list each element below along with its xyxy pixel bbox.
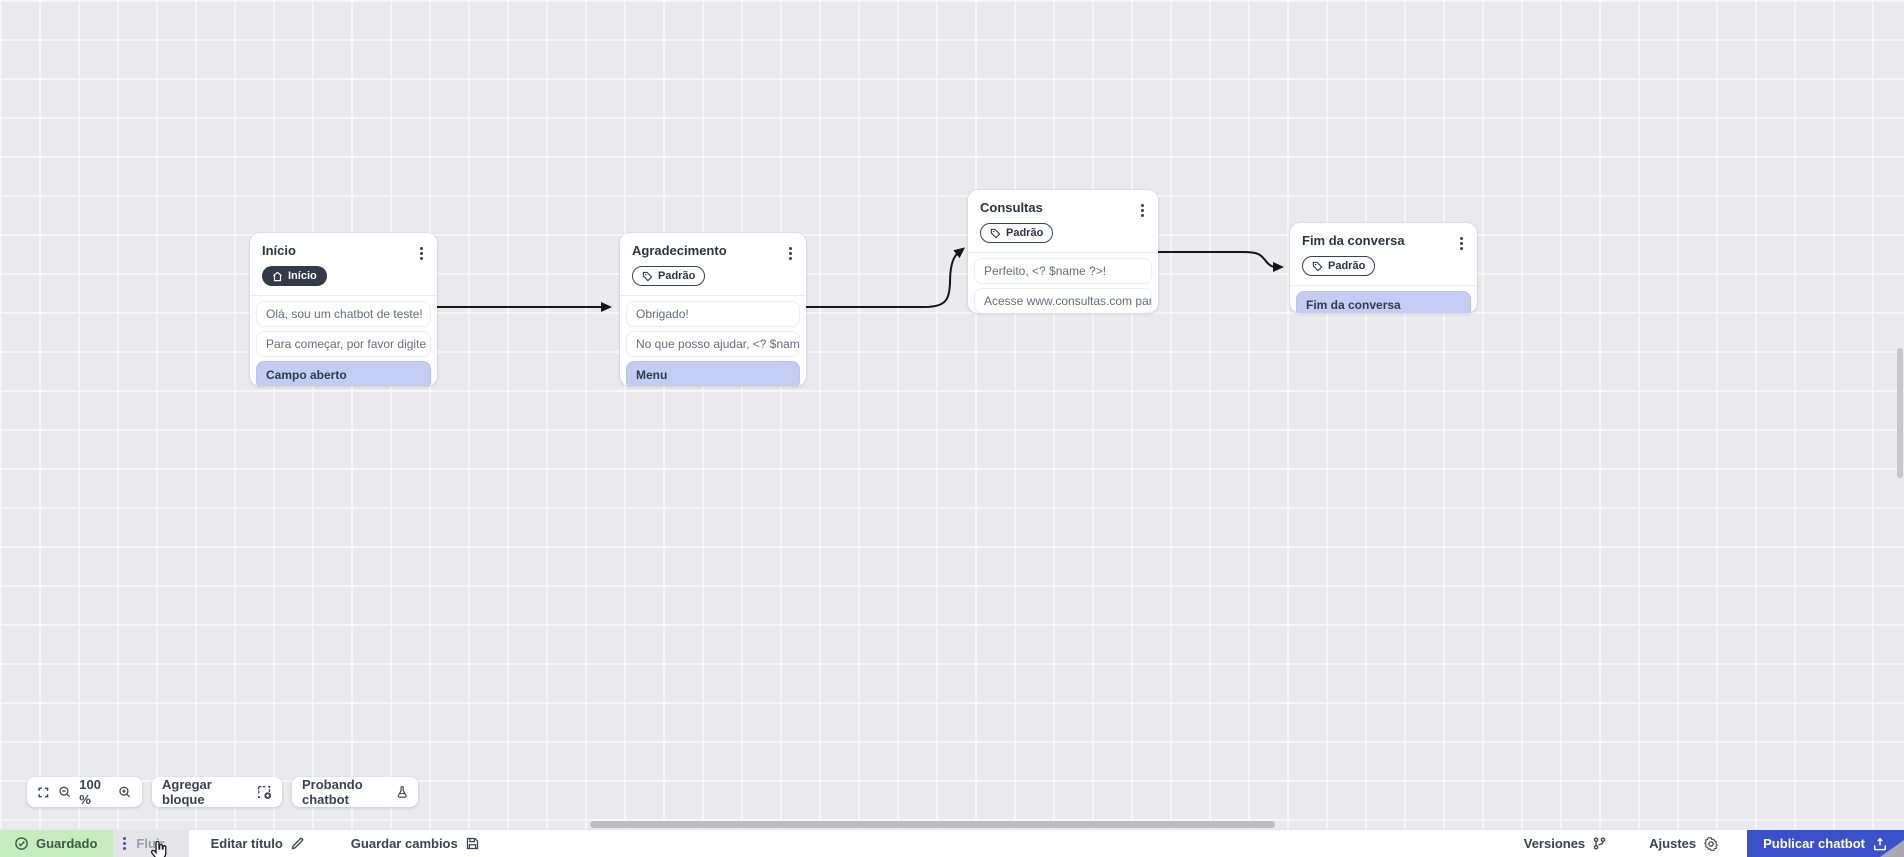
node-body: Perfeito, <? $name ?>! Acesse www.consul…: [968, 251, 1158, 314]
horizontal-scrollbar[interactable]: [590, 821, 1275, 828]
versions-label: Versiones: [1523, 836, 1586, 851]
saved-label: Guardado: [36, 836, 98, 851]
home-icon: [272, 271, 283, 281]
flow-node-fim-da-conversa[interactable]: Fim da conversa Padrão Fim da conversa: [1290, 223, 1477, 313]
node-menu-button[interactable]: [1453, 233, 1469, 253]
tag-icon: [1312, 261, 1323, 271]
node-header: Início Início: [250, 233, 437, 295]
tag-icon: [642, 271, 653, 281]
settings-label: Ajustes: [1649, 836, 1697, 851]
node-body: Obrigado! No que posso ajudar, <? $name …: [620, 294, 806, 386]
flow-node-inicio[interactable]: Início Início Olá, sou um chatbot de tes…: [250, 233, 437, 386]
default-badge: Padrão: [1302, 256, 1376, 276]
git-branch-icon: [1593, 837, 1606, 850]
node-title: Consultas: [980, 200, 1043, 215]
flask-icon: [397, 786, 407, 798]
add-block-label: Agregar bloque: [162, 777, 212, 807]
message-item[interactable]: Acesse www.consultas.com par...: [975, 288, 1151, 313]
flow-node-agradecimento[interactable]: Agradecimento Padrão Obrigado! No que po…: [620, 233, 806, 386]
test-chatbot-label: Probando chatbot: [302, 777, 363, 807]
publish-label: Publicar chatbot: [1763, 836, 1865, 851]
fullscreen-icon[interactable]: [37, 785, 50, 800]
wire-consultas-fim: [1157, 251, 1284, 272]
status-bar: Guardado Fluir Editar título Guardar cam…: [0, 829, 1904, 857]
message-item[interactable]: Perfeito, <? $name ?>!: [975, 258, 1151, 283]
node-body: Fim da conversa: [1290, 284, 1477, 313]
node-body: Olá, sou um chatbot de teste! Para começ…: [250, 294, 437, 386]
default-badge: Padrão: [980, 223, 1054, 243]
badge-label: Início: [288, 270, 317, 282]
wire-agradecimento-consultas: [805, 247, 966, 308]
node-menu-button[interactable]: [413, 243, 429, 263]
message-item[interactable]: Obrigado!: [627, 301, 799, 326]
zoom-controls: 100 %: [27, 777, 142, 807]
node-menu-button[interactable]: [782, 243, 798, 263]
drag-handle-icon[interactable]: [123, 837, 127, 850]
message-item[interactable]: No que posso ajudar, <? $name ...: [627, 331, 799, 356]
default-badge: Padrão: [632, 266, 706, 286]
badge-label: Padrão: [1328, 260, 1366, 272]
badge-label: Padrão: [658, 270, 696, 282]
message-item[interactable]: Para começar, por favor digite o ...: [257, 331, 430, 356]
node-title: Início: [262, 243, 296, 258]
check-circle-icon: [15, 837, 28, 850]
resize-grip: [1880, 840, 1904, 857]
flow-node-consultas[interactable]: Consultas Padrão Perfeito, <? $name ?>! …: [968, 190, 1158, 313]
edit-title-button[interactable]: Editar título: [197, 830, 319, 857]
add-block-button[interactable]: Agregar bloque: [152, 777, 282, 807]
zoom-level: 100 %: [79, 777, 101, 807]
tab-flow[interactable]: Fluir: [113, 830, 189, 857]
node-title: Fim da conversa: [1302, 233, 1405, 248]
add-block-icon: [257, 785, 271, 800]
edit-title-label: Editar título: [210, 836, 283, 851]
node-header: Fim da conversa Padrão: [1290, 223, 1477, 285]
save-changes-button[interactable]: Guardar cambios: [337, 830, 494, 857]
action-item[interactable]: Campo aberto: [257, 361, 430, 386]
flow-tab-label: Fluir: [136, 836, 165, 851]
start-badge: Início: [262, 266, 327, 286]
zoom-in-icon[interactable]: [118, 784, 132, 800]
save-changes-label: Guardar cambios: [350, 836, 458, 851]
node-title: Agradecimento: [632, 243, 727, 258]
vertical-scrollbar[interactable]: [1897, 348, 1903, 478]
status-bar-spacer: [494, 830, 1510, 857]
node-header: Consultas Padrão: [968, 190, 1158, 252]
floppy-icon: [466, 837, 478, 850]
message-item[interactable]: Olá, sou um chatbot de teste!: [257, 301, 430, 326]
action-item[interactable]: Fim da conversa: [1297, 291, 1470, 313]
pencil-icon: [291, 837, 304, 850]
tag-icon: [990, 228, 1001, 238]
saved-status-badge: Guardado: [0, 830, 114, 857]
zoom-out-icon[interactable]: [58, 784, 72, 800]
settings-button[interactable]: Ajustes: [1635, 830, 1733, 857]
versions-button[interactable]: Versiones: [1510, 830, 1621, 857]
node-menu-button[interactable]: [1134, 200, 1150, 220]
action-item[interactable]: Menu: [627, 361, 799, 386]
node-header: Agradecimento Padrão: [620, 233, 806, 295]
badge-label: Padrão: [1006, 227, 1044, 239]
gear-icon: [1704, 836, 1719, 851]
test-chatbot-button[interactable]: Probando chatbot: [292, 777, 418, 807]
